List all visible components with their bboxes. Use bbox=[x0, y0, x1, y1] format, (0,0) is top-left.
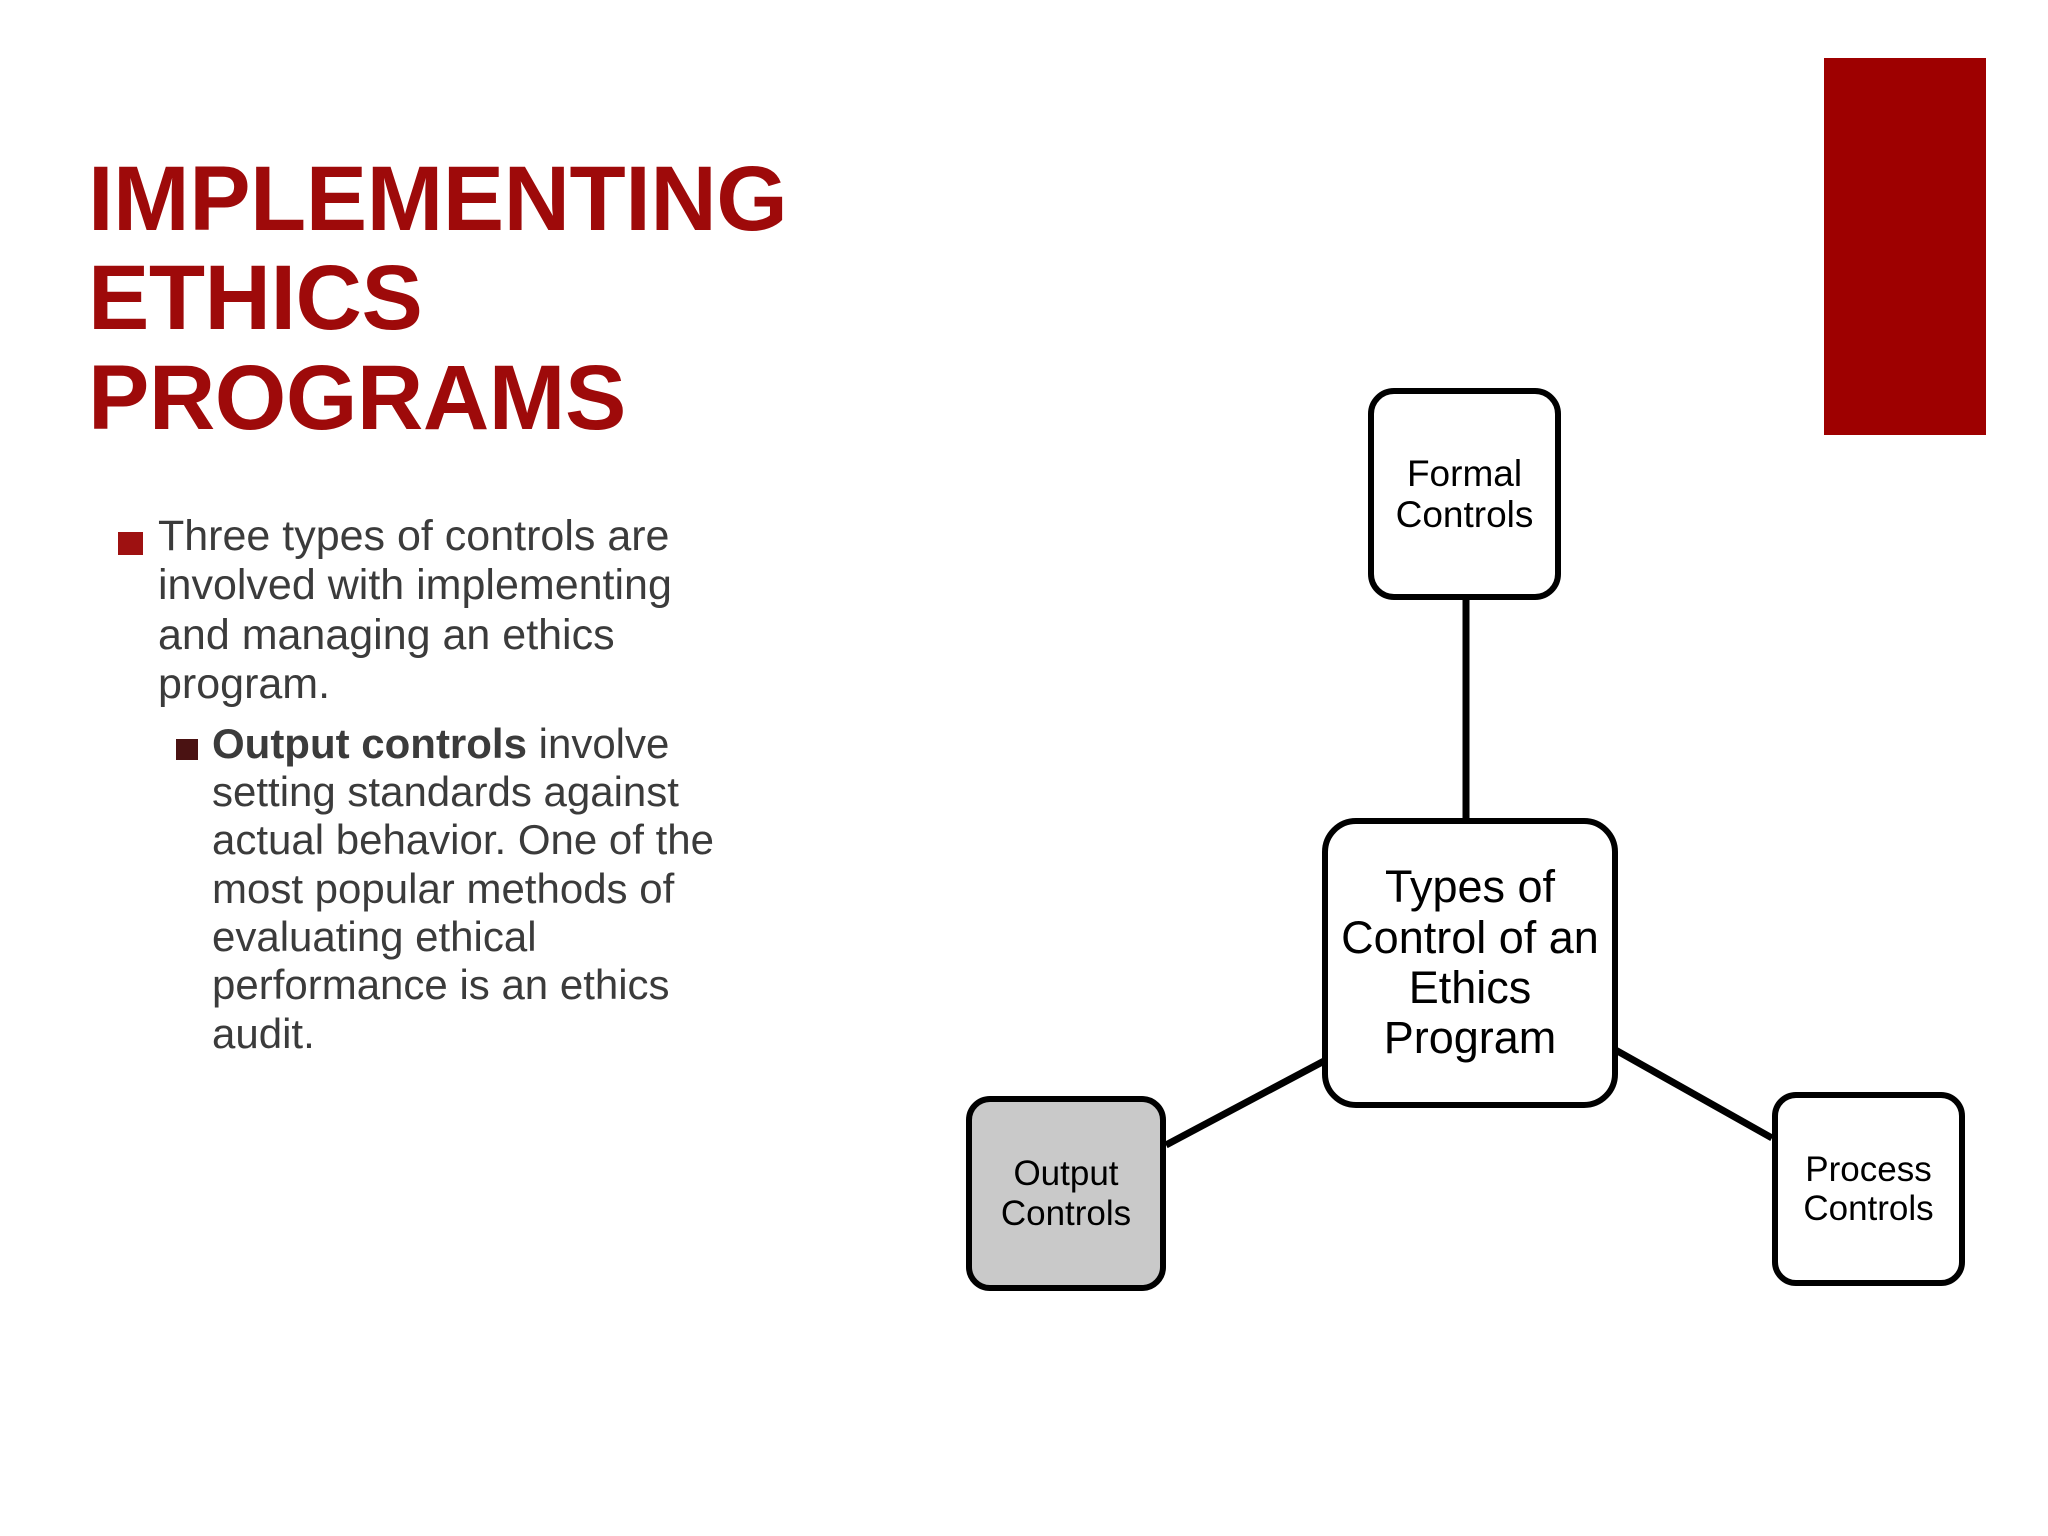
sub-bullet-marker-icon bbox=[176, 738, 198, 760]
connector-center-to-process bbox=[1610, 1044, 1774, 1142]
diagram-node-process-controls-label: Process Controls bbox=[1803, 1149, 1934, 1228]
accent-bar-decoration bbox=[1824, 58, 1986, 435]
sub-bullet-item-label: Output controls involve setting standard… bbox=[212, 720, 722, 1058]
bullet-item-label: Three types of controls are involved wit… bbox=[158, 512, 672, 709]
diagram-node-formal-controls[interactable]: Formal Controls bbox=[1368, 388, 1561, 600]
sub-bullet-rest: involve setting standards against actual… bbox=[212, 719, 715, 1057]
page-title-line-1: IMPLEMENTING ETHICS bbox=[88, 148, 788, 350]
diagram-node-formal-controls-label: Formal Controls bbox=[1395, 452, 1534, 535]
diagram-node-output-controls-label: Output Controls bbox=[1000, 1154, 1132, 1233]
diagram-node-output-controls[interactable]: Output Controls bbox=[966, 1096, 1166, 1291]
sub-bullet-bold-lead: Output controls bbox=[212, 719, 527, 767]
diagram-node-center[interactable]: Types of Control of an Ethics Program bbox=[1322, 818, 1618, 1108]
bullet-marker-icon bbox=[118, 532, 143, 555]
diagram-node-process-controls[interactable]: Process Controls bbox=[1772, 1092, 1965, 1286]
list-item: Output controls involve setting standard… bbox=[176, 720, 838, 1058]
bullet-list: Three types of controls are involved wit… bbox=[118, 512, 838, 1058]
list-item: Three types of controls are involved wit… bbox=[118, 512, 838, 710]
diagram-node-center-label: Types of Control of an Ethics Program bbox=[1341, 861, 1599, 1064]
page-title: IMPLEMENTING ETHICS PROGRAMS bbox=[88, 148, 1088, 449]
page-title-line-2: PROGRAMS bbox=[88, 346, 626, 449]
connector-center-to-output bbox=[1164, 1056, 1328, 1149]
